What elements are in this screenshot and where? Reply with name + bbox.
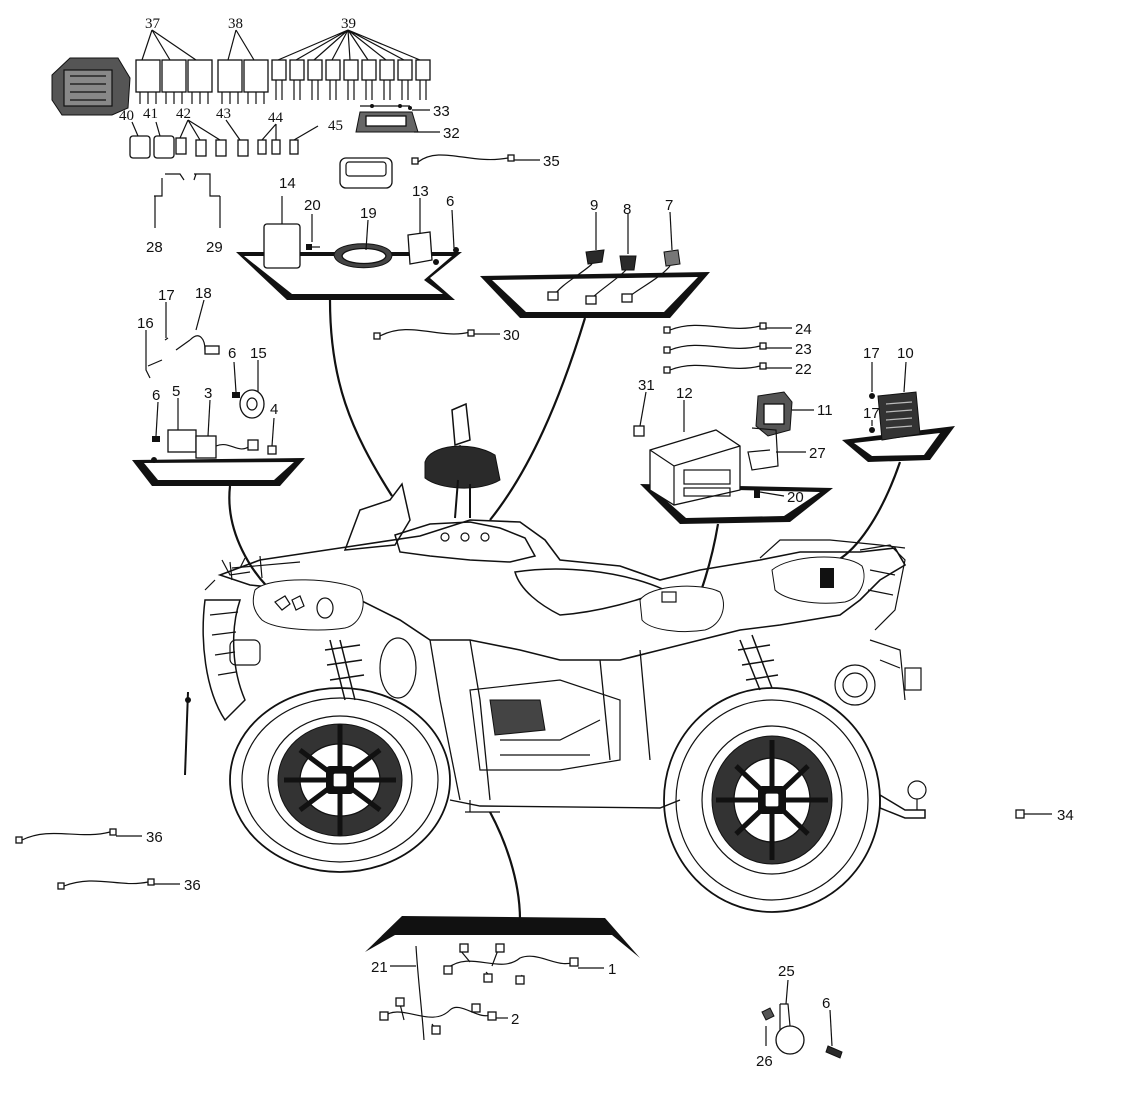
front-wheel: [229, 687, 451, 873]
callout-41: 41: [143, 106, 158, 122]
callout-7: 7: [665, 197, 673, 214]
callout-27: 27: [809, 445, 826, 462]
callout-6-left-lower: 6: [152, 387, 160, 404]
bolt-20-part: [306, 244, 320, 250]
module-13-part: [407, 231, 459, 265]
callout-9: 9: [590, 197, 598, 214]
relay-38-parts: [217, 59, 269, 104]
relay-40-41-parts: [129, 135, 175, 159]
callout-25: 25: [778, 963, 795, 980]
callout-4: 4: [270, 401, 278, 418]
callout-38: 38: [228, 16, 243, 32]
callout-15: 15: [250, 345, 267, 362]
callout-17-left: 17: [158, 287, 175, 304]
callout-45: 45: [328, 118, 343, 134]
callout-23: 23: [795, 341, 812, 358]
battery-group-parts: [633, 391, 793, 506]
callout-20-right: 20: [787, 489, 804, 506]
callout-28: 28: [146, 239, 163, 256]
headlight-19-part: [333, 157, 393, 269]
callout-26: 26: [756, 1053, 773, 1070]
callout-36-lower: 36: [184, 877, 201, 894]
callout-43: 43: [216, 106, 231, 122]
module-14-part: [263, 196, 301, 269]
cable-35-part: [411, 154, 515, 165]
callout-19: 19: [360, 205, 377, 222]
instrument-cluster-part: [355, 104, 419, 133]
callout-17-right-bottom: 17: [863, 405, 880, 422]
callout-11: 11: [817, 402, 833, 419]
callout-31: 31: [638, 377, 655, 394]
callout-10: 10: [897, 345, 914, 362]
callout-40: 40: [119, 108, 134, 124]
cables-36: [15, 828, 155, 890]
callout-34: 34: [1057, 807, 1074, 824]
atv-illustration: [184, 402, 927, 913]
leader-curves: [228, 299, 902, 921]
callout-39: 39: [341, 16, 356, 32]
cables-22-23-24: [663, 322, 767, 374]
callout-16: 16: [137, 315, 154, 332]
relay-37-parts: [135, 59, 213, 104]
callout-12: 12: [676, 385, 693, 402]
callout-44: 44: [268, 110, 284, 126]
callout-6-left: 6: [228, 345, 236, 362]
callout-14: 14: [279, 175, 296, 192]
rear-wheel: [663, 687, 881, 913]
callout-21: 21: [371, 959, 388, 976]
callout-6-bottom: 6: [822, 995, 830, 1012]
callout-24: 24: [795, 321, 812, 338]
callout-36-upper: 36: [146, 829, 163, 846]
callout-13: 13: [412, 183, 429, 200]
cable-30-part: [373, 329, 475, 340]
callout-18: 18: [195, 285, 212, 302]
callout-20-top: 20: [304, 197, 321, 214]
mini-fuse-parts: [175, 137, 299, 157]
callout-42: 42: [176, 106, 191, 122]
callout-1: 1: [608, 961, 616, 978]
callout-29: 29: [206, 239, 223, 256]
harness-parts: [379, 943, 579, 1041]
bracket-28-29-parts: [154, 173, 221, 228]
callout-8: 8: [623, 201, 631, 218]
callout-5: 5: [172, 383, 180, 400]
callout-2: 2: [511, 1011, 519, 1028]
switch-connectors-7-8-9: [547, 249, 681, 305]
callout-32: 32: [443, 125, 460, 142]
callout-35: 35: [543, 153, 560, 170]
fuse-39-parts: [271, 59, 431, 100]
callout-3: 3: [204, 385, 212, 402]
callout-30: 30: [503, 327, 520, 344]
callout-numbers: 37 38 39 40 41 42 43 44 45 33 32 35 28 2…: [119, 16, 1074, 1070]
fuse-box-part: [51, 57, 131, 116]
callout-22: 22: [795, 361, 812, 378]
callout-6-top: 6: [446, 193, 454, 210]
part-34: [1015, 809, 1025, 819]
horn-25-part: [761, 1003, 843, 1059]
left-cluster-parts: [145, 335, 277, 463]
regulator-10-part: [869, 391, 921, 441]
leader-lines: [116, 29, 1052, 1047]
callout-17-right-top: 17: [863, 345, 880, 362]
callout-37: 37: [145, 16, 161, 32]
callout-33: 33: [433, 103, 450, 120]
